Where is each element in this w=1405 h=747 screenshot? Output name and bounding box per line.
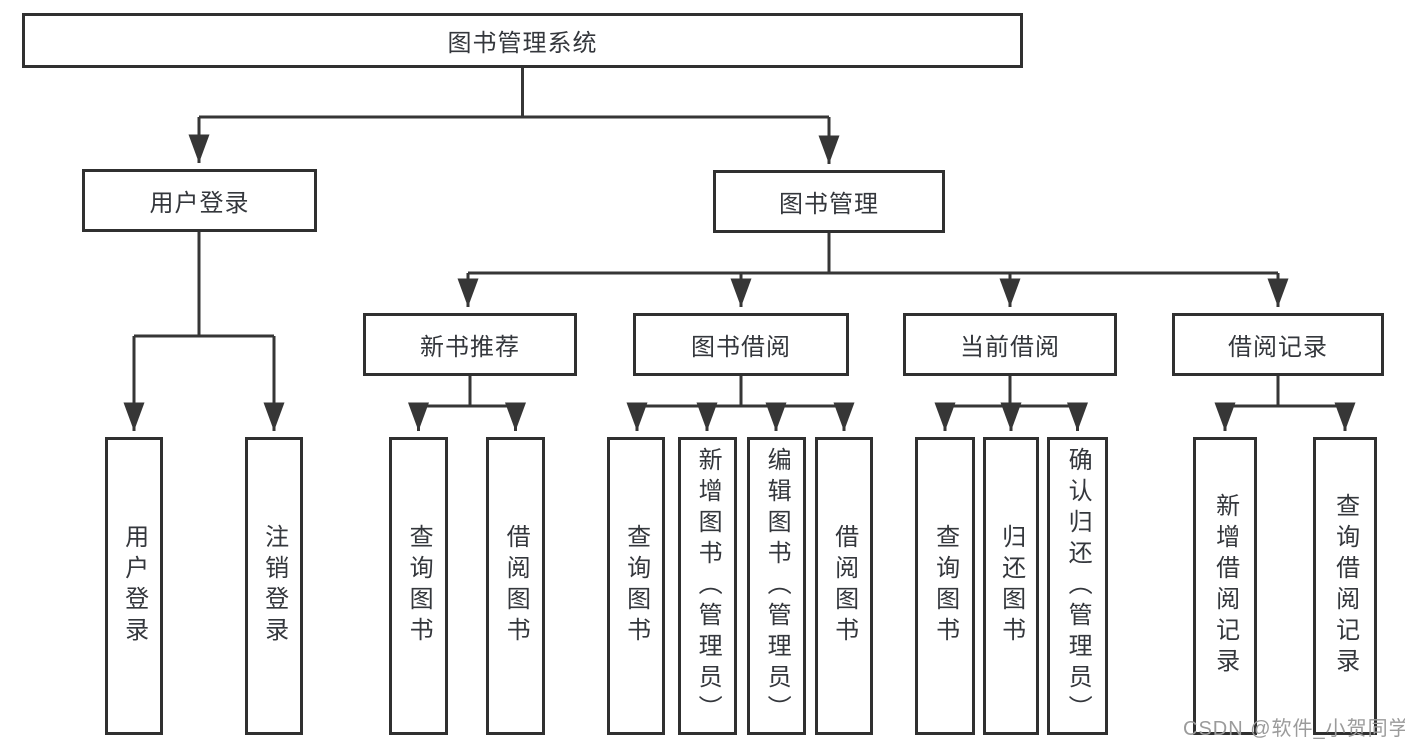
connector-current-borrow [934, 376, 1088, 431]
connector-root [188, 68, 840, 164]
node-book-management: 图书管理 [713, 170, 945, 233]
node-new-book-recommend: 新书推荐 [363, 313, 577, 376]
node-borrow-records: 借阅记录 [1172, 313, 1384, 376]
node-user-login: 用户登录 [82, 169, 317, 232]
leaf-confirm-return-admin: 确认归还（管理员） [1047, 437, 1108, 735]
node-current-borrow: 当前借阅 [903, 313, 1117, 376]
leaf-logout: 注销登录 [245, 437, 303, 735]
connector-borrow-records [1214, 376, 1356, 431]
csdn-watermark: CSDN @软件_小贺同学 [1183, 718, 1405, 740]
connector-book-borrow [626, 376, 855, 431]
leaf-query-books-1: 查询图书 [389, 437, 448, 735]
leaf-query-books-2: 查询图书 [607, 437, 665, 735]
connector-user-login [123, 232, 285, 431]
connector-book-management [457, 233, 1289, 307]
leaf-user-login: 用户登录 [105, 437, 163, 735]
leaf-add-borrow-record: 新增借阅记录 [1193, 437, 1257, 735]
leaf-borrow-books-2: 借阅图书 [815, 437, 873, 735]
node-book-borrow: 图书借阅 [633, 313, 849, 376]
leaf-borrow-books-1: 借阅图书 [486, 437, 545, 735]
leaf-return-books: 归还图书 [983, 437, 1039, 735]
leaf-query-borrow-record: 查询借阅记录 [1313, 437, 1377, 735]
leaf-query-books-3: 查询图书 [915, 437, 975, 735]
leaf-edit-books-admin: 编辑图书（管理员） [747, 437, 806, 735]
node-root-system: 图书管理系统 [22, 13, 1023, 68]
leaf-add-books-admin: 新增图书（管理员） [678, 437, 737, 735]
connector-new-books [408, 376, 526, 431]
